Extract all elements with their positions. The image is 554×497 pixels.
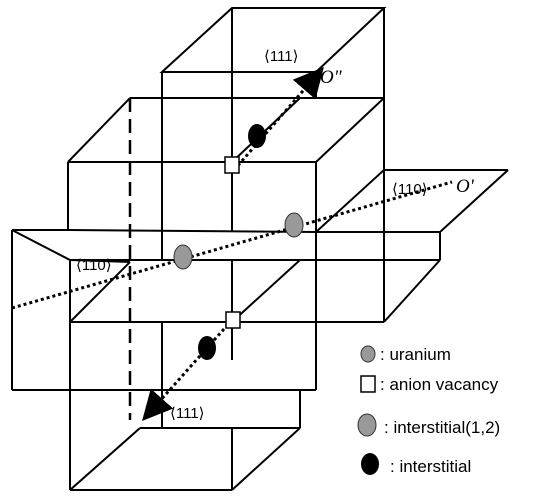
lower-block-edge	[231, 259, 301, 323]
direction-110-line	[11, 180, 453, 310]
label-111-top: ⟨111⟩	[264, 48, 299, 65]
label-110-right: ⟨110⟩	[392, 181, 428, 198]
interstitial-atom	[198, 336, 216, 360]
left-block-edge	[11, 229, 71, 261]
legend-vacancy-label: : anion vacancy	[380, 375, 499, 394]
anion-vacancy-site	[225, 311, 241, 329]
lower-block	[69, 259, 316, 428]
left-block-edge	[69, 259, 131, 263]
bottom-cube-edge	[231, 427, 301, 491]
bottom-cube	[69, 390, 301, 491]
main-block-edge	[67, 97, 131, 163]
main-block-edge	[315, 97, 385, 163]
right-block-edge	[383, 259, 441, 323]
left-block-edge	[67, 229, 317, 233]
legend: : uranium : anion vacancy : interstitial…	[357, 345, 500, 476]
interstitial-atom	[248, 124, 266, 148]
direction-111-top-line	[232, 66, 324, 171]
left-block	[11, 229, 440, 391]
legend-interstitial12-marker	[357, 413, 377, 437]
bottom-cube-edge	[69, 427, 141, 491]
legend-interstitial-label: : interstitial	[390, 457, 471, 476]
direction-111-bottom-line	[142, 319, 234, 421]
uranium-atom	[173, 244, 193, 270]
right-block	[315, 169, 509, 390]
legend-interstitial-marker	[361, 453, 379, 475]
main-block	[67, 97, 385, 322]
label-o-prime: O'	[456, 176, 475, 197]
right-block-edge	[439, 169, 509, 233]
main-block-edge	[231, 97, 301, 163]
legend-uranium-marker	[360, 345, 376, 363]
anion-vacancy-site	[224, 156, 240, 174]
label-110-left: ⟨110⟩	[76, 257, 112, 274]
lower-block-edge	[69, 261, 131, 323]
legend-uranium-label: : uranium	[380, 345, 451, 364]
label-111-bottom: ⟨111⟩	[170, 405, 205, 422]
legend-vacancy-marker	[360, 375, 376, 393]
main-block-edge	[315, 169, 385, 233]
label-o-double-prime: O"	[320, 67, 343, 88]
uranium-atom	[284, 212, 304, 238]
legend-interstitial12-label: : interstitial(1,2)	[384, 418, 500, 437]
